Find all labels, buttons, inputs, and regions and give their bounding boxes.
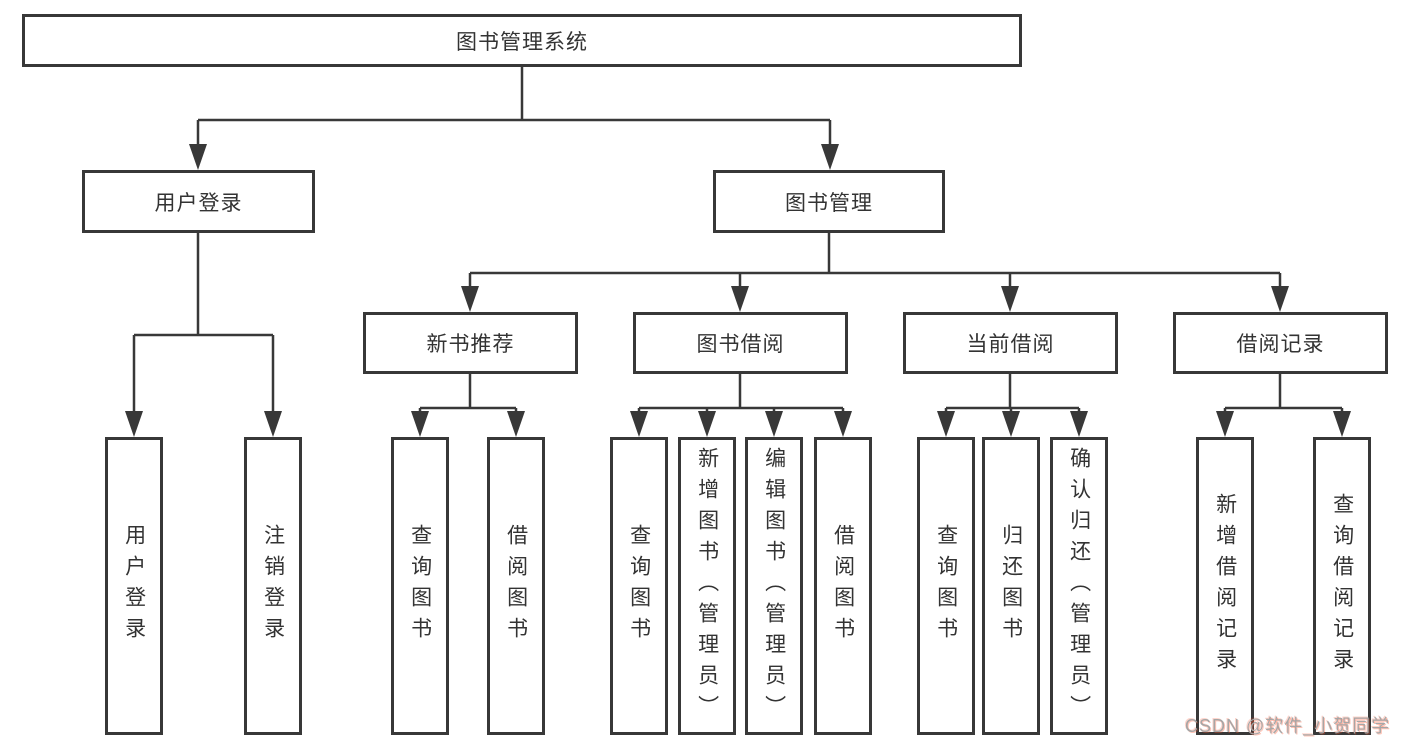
node-label: 借阅记录	[1236, 333, 1325, 356]
leaf-query-books-borrow: 查询图书	[610, 437, 668, 735]
node-label: 用户登录	[154, 191, 243, 215]
node-label: 图书管理	[785, 191, 873, 215]
leaf-query-books-recommend: 查询图书	[391, 437, 449, 735]
leaf-label: 借阅图书	[504, 524, 528, 648]
leaf-borrow-books-recommend: 借阅图书	[487, 437, 545, 735]
leaf-edit-books-admin: 编辑图书（管理员）	[745, 437, 803, 735]
leaf-label: 编辑图书（管理员）	[762, 446, 786, 726]
leaf-label: 确认归还（管理员）	[1067, 446, 1091, 726]
leaf-label: 用户登录	[122, 524, 146, 648]
leaf-label: 查询借阅记录	[1330, 493, 1354, 679]
leaf-label: 新增借阅记录	[1213, 493, 1237, 679]
node-user-login: 用户登录	[82, 170, 315, 233]
node-book-management: 图书管理	[713, 170, 945, 233]
csdn-watermark: CSDN @软件_小贺同学	[1185, 716, 1391, 736]
node-root-system: 图书管理系统	[22, 14, 1022, 67]
leaf-label: 查询图书	[934, 524, 958, 648]
leaf-label: 查询图书	[408, 524, 432, 648]
leaf-query-books-current: 查询图书	[917, 437, 975, 735]
leaf-confirm-return-admin: 确认归还（管理员）	[1050, 437, 1108, 735]
leaf-logout: 注销登录	[244, 437, 302, 735]
leaf-label: 查询图书	[627, 524, 651, 648]
leaf-borrow-books: 借阅图书	[814, 437, 872, 735]
node-new-book-recommend: 新书推荐	[363, 312, 578, 374]
node-book-borrow: 图书借阅	[633, 312, 848, 374]
leaf-label: 新增图书（管理员）	[695, 446, 719, 726]
leaf-query-borrow-record: 查询借阅记录	[1313, 437, 1371, 735]
node-current-borrow: 当前借阅	[903, 312, 1118, 374]
leaf-label: 注销登录	[261, 524, 285, 648]
node-label: 新书推荐	[426, 333, 515, 356]
node-borrow-records: 借阅记录	[1173, 312, 1388, 374]
leaf-return-books: 归还图书	[982, 437, 1040, 735]
node-label: 图书管理系统	[456, 30, 588, 54]
leaf-label: 借阅图书	[831, 524, 855, 648]
node-label: 当前借阅	[966, 333, 1055, 356]
leaf-label: 归还图书	[999, 524, 1023, 648]
leaf-add-books-admin: 新增图书（管理员）	[678, 437, 736, 735]
leaf-user-login: 用户登录	[105, 437, 163, 735]
leaf-add-borrow-record: 新增借阅记录	[1196, 437, 1254, 735]
node-label: 图书借阅	[696, 333, 785, 356]
